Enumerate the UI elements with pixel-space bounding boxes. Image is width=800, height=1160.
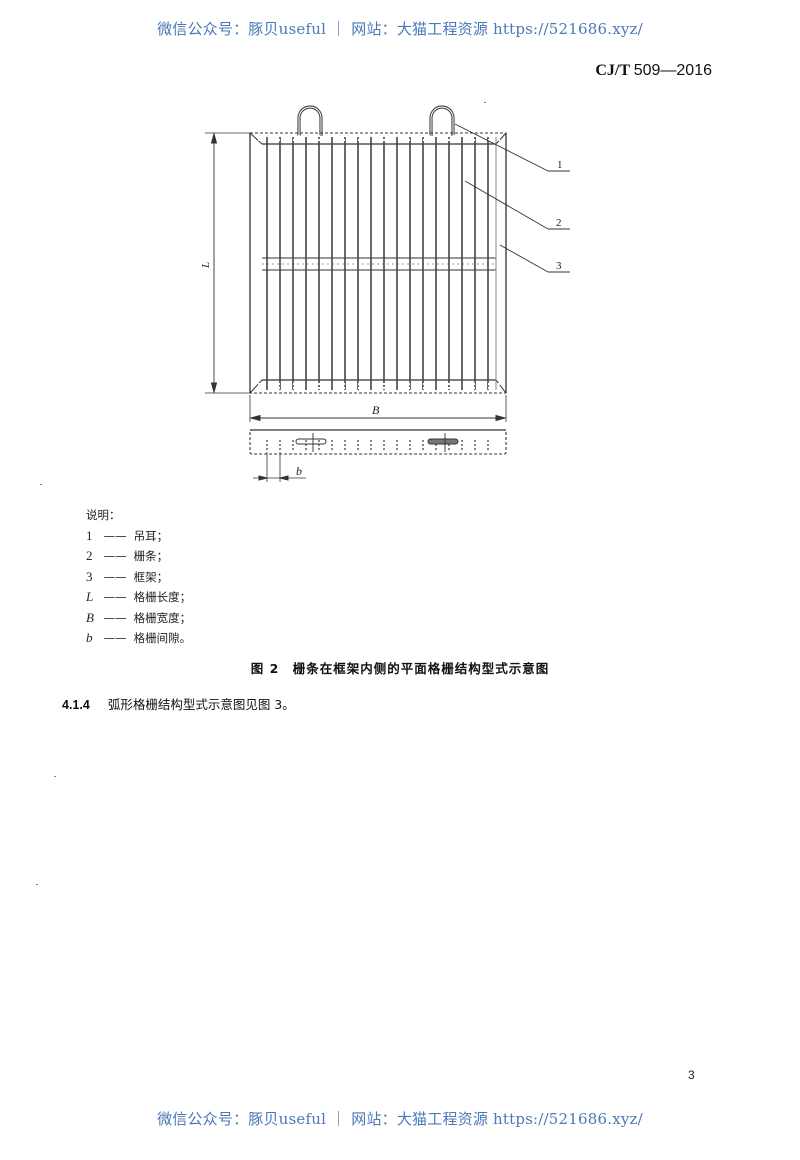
lifting-lug-left: [297, 105, 323, 136]
watermark-bottom: 微信公众号：豚贝useful ｜ 网站：大猫工程资源 https://52168…: [157, 1110, 643, 1128]
grid-bars: [266, 137, 497, 390]
callout-1: 1: [557, 159, 563, 171]
figure-caption: 图 2 栅条在框架内侧的平面格栅结构型式示意图: [250, 661, 550, 676]
scan-speck: [36, 884, 38, 885]
legend-item: 2 ——栅条；: [86, 548, 169, 563]
figure-2-drawing: 1 2 3 L B b: [200, 105, 570, 482]
lifting-lug-right: [429, 105, 455, 136]
callout-3: 3: [556, 260, 562, 272]
scan-speck: [40, 484, 42, 485]
clause-4-1-4: 4.1.4 弧形格栅结构型式示意图见图 3。: [62, 694, 295, 713]
legend-item: 1 ——吊耳；: [86, 527, 169, 543]
figure-legend: 说明： 1 ——吊耳； 2 ——栅条； 3 ——框架； L ——格栅长度； B …: [86, 505, 191, 649]
standard-number: 509—2016: [633, 62, 712, 79]
legend-item: 3 ——框架；: [86, 568, 169, 584]
scan-speck: [54, 776, 56, 777]
legend-item: B ——格栅宽度；: [86, 609, 192, 625]
frame-outer: [249, 132, 507, 394]
section-view: [249, 429, 507, 455]
callout-2: 2: [556, 217, 562, 229]
clause-number: 4.1.4: [62, 698, 90, 712]
standard-prefix: CJ/T: [595, 62, 634, 79]
page-number: 3: [688, 1068, 695, 1082]
legend-title: 说明：: [86, 508, 121, 522]
clause-text: 弧形格栅结构型式示意图见图 3。: [107, 697, 295, 712]
watermark-top: 微信公众号：豚贝useful ｜ 网站：大猫工程资源 https://52168…: [157, 20, 643, 38]
scan-speck: [484, 102, 486, 103]
dimension-label-L: L: [200, 262, 212, 269]
dimension-label-B: B: [372, 403, 380, 417]
legend-item: L ——格栅长度；: [86, 589, 192, 604]
standard-code: CJ/T 509—2016: [595, 62, 712, 80]
dimension-label-b: b: [296, 464, 302, 478]
legend-item: b ——格栅间隙。: [86, 630, 192, 645]
